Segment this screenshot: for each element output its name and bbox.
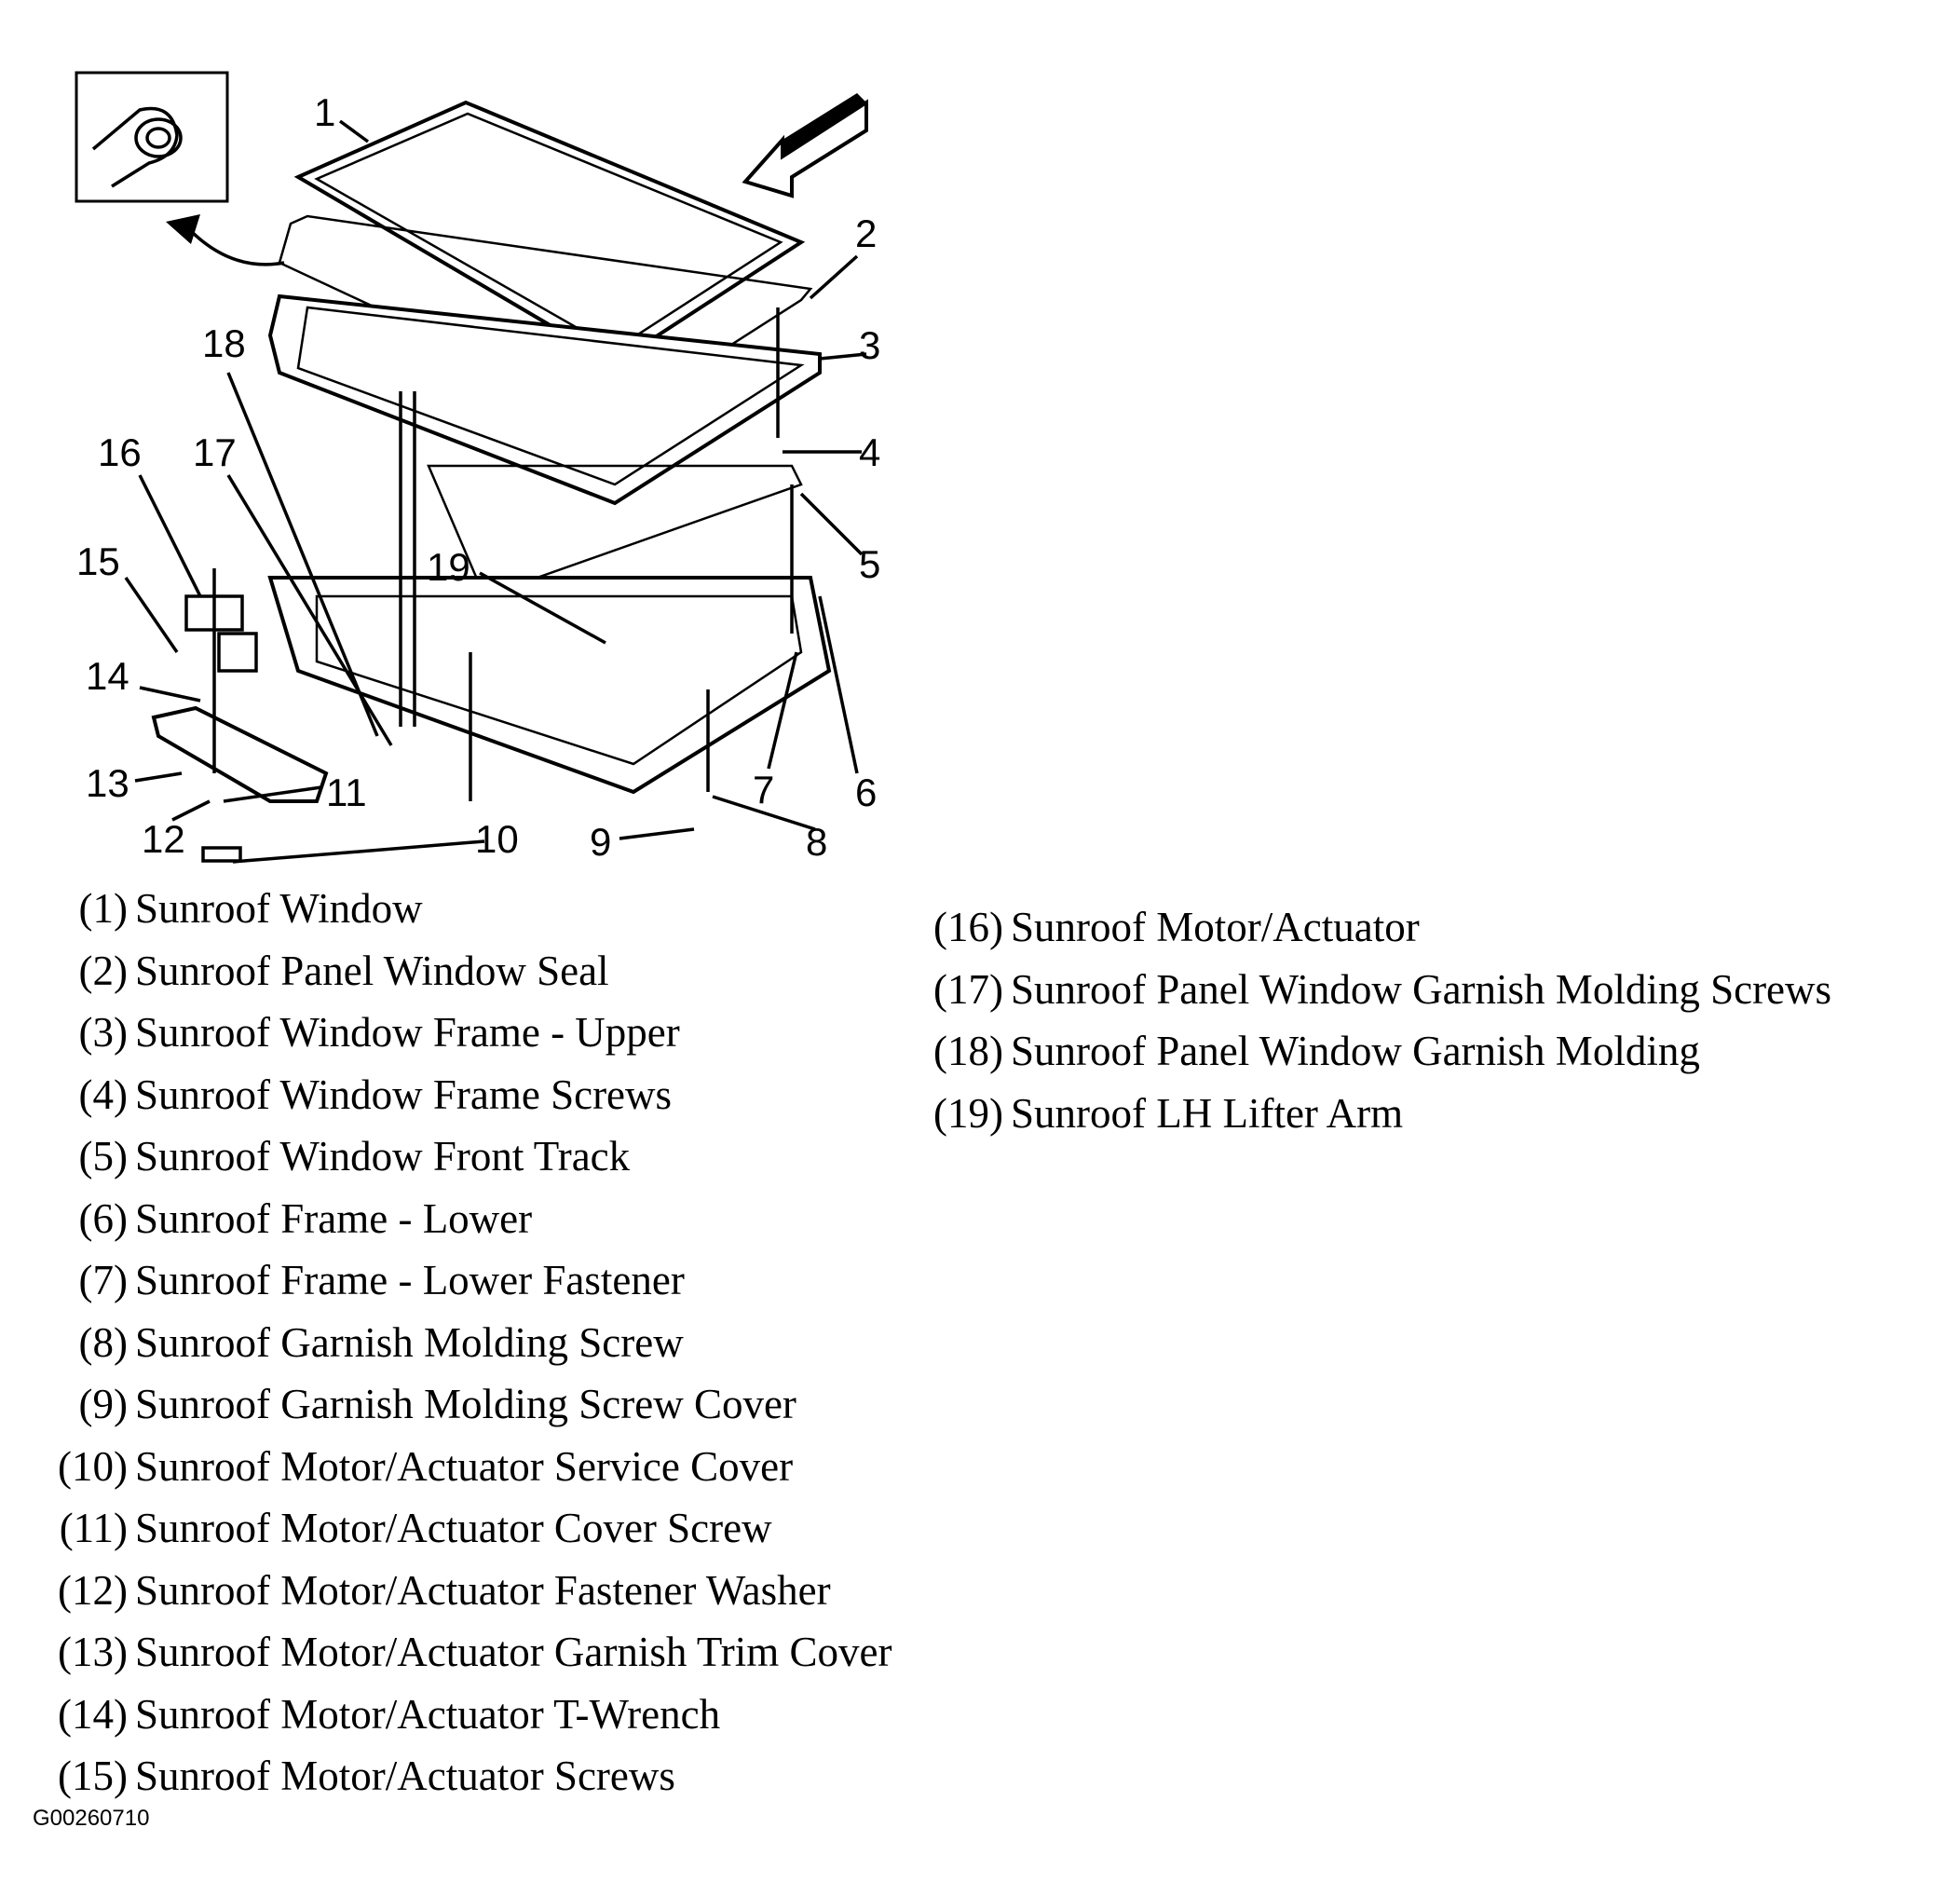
legend-label: Sunroof Window Front Track [135, 1133, 631, 1180]
parts-legend-left: (1)Sunroof Window (2)Sunroof Panel Windo… [42, 878, 892, 1807]
callout-7: 7 [753, 768, 774, 812]
legend-label: Sunroof Motor/Actuator Fastener Washer [135, 1566, 831, 1614]
curved-arrow-icon [189, 229, 285, 266]
legend-label: Sunroof LH Lifter Arm [1011, 1089, 1404, 1137]
legend-item: (11)Sunroof Motor/Actuator Cover Screw [42, 1497, 892, 1560]
legend-num: (18) [933, 1028, 1003, 1074]
legend-item: (19)Sunroof LH Lifter Arm [918, 1083, 1831, 1145]
legend-label: Sunroof Motor/Actuator Service Cover [135, 1442, 794, 1490]
sunroof-window-shape [293, 100, 806, 366]
legend-label: Sunroof Motor/Actuator Garnish Trim Cove… [135, 1629, 892, 1675]
callout-12: 12 [142, 817, 185, 861]
legend-label: Sunroof Window [135, 885, 423, 932]
legend-num: (7) [78, 1257, 128, 1303]
legend-label: Sunroof Panel Window Seal [135, 947, 609, 994]
legend-label: Sunroof Motor/Actuator Cover Screw [135, 1505, 772, 1551]
legend-item: (5)Sunroof Window Front Track [42, 1125, 892, 1188]
callout-14: 14 [86, 654, 129, 698]
legend-label: Sunroof Window Frame - Upper [135, 1009, 680, 1056]
callout-13: 13 [86, 761, 129, 805]
callout-2: 2 [855, 211, 877, 255]
legend-item: (10)Sunroof Motor/Actuator Service Cover [42, 1436, 892, 1498]
legend-item: (7)Sunroof Frame - Lower Fastener [42, 1249, 892, 1312]
callout-1: 1 [314, 90, 335, 134]
callout-9: 9 [590, 820, 611, 864]
legend-num: (8) [78, 1318, 128, 1366]
legend-item: (14)Sunroof Motor/Actuator T-Wrench [42, 1684, 892, 1746]
upper-frame-shape [267, 293, 822, 506]
legend-num: (10) [58, 1442, 128, 1490]
figure-id: G00260710 [33, 1806, 150, 1831]
legend-num: (12) [58, 1566, 128, 1614]
legend-item: (18)Sunroof Panel Window Garnish Molding [918, 1020, 1831, 1083]
motor-assembly-shape [151, 594, 329, 863]
legend-num: (17) [933, 965, 1003, 1013]
legend-item: (3)Sunroof Window Frame - Upper [42, 1002, 892, 1064]
legend-num: (16) [933, 904, 1003, 950]
lower-frame-shape [267, 576, 832, 795]
callout-19: 19 [427, 545, 470, 589]
legend-label: Sunroof Motor/Actuator T-Wrench [135, 1690, 721, 1738]
legend-num: (3) [78, 1009, 128, 1056]
legend-item: (2)Sunroof Panel Window Seal [42, 940, 892, 1003]
legend-num: (13) [58, 1629, 128, 1675]
legend-item: (17)Sunroof Panel Window Garnish Molding… [918, 959, 1831, 1021]
legend-label: Sunroof Window Frame Screws [135, 1071, 673, 1118]
sunroof-exploded-diagram: 1 2 3 4 5 6 7 8 9 10 11 12 13 14 15 16 1… [75, 71, 880, 864]
callout-5: 5 [859, 542, 880, 586]
legend-label: Sunroof Garnish Molding Screw [135, 1318, 684, 1366]
callout-4: 4 [859, 430, 880, 474]
callout-11: 11 [326, 771, 367, 814]
seal-detail-inset [75, 71, 229, 203]
legend-label: Sunroof Garnish Molding Screw Cover [135, 1381, 796, 1427]
legend-num: (9) [78, 1381, 128, 1427]
legend-item: (6)Sunroof Frame - Lower [42, 1188, 892, 1250]
legend-item: (8)Sunroof Garnish Molding Screw [42, 1312, 892, 1374]
legend-num: (11) [59, 1505, 128, 1551]
callout-3: 3 [859, 323, 880, 367]
callout-18: 18 [202, 321, 246, 365]
legend-label: Sunroof Panel Window Garnish Molding Scr… [1011, 965, 1832, 1013]
parts-legend-right: (16)Sunroof Motor/Actuator (17)Sunroof P… [918, 896, 1831, 1144]
legend-item: (4)Sunroof Window Frame Screws [42, 1064, 892, 1126]
legend-label: Sunroof Motor/Actuator Screws [135, 1753, 675, 1799]
callout-15: 15 [76, 539, 120, 583]
callout-6: 6 [855, 771, 877, 814]
legend-item: (9)Sunroof Garnish Molding Screw Cover [42, 1373, 892, 1436]
callout-16: 16 [98, 430, 142, 474]
callout-17: 17 [193, 430, 237, 474]
legend-label: Sunroof Frame - Lower [135, 1194, 533, 1242]
legend-num: (6) [78, 1194, 128, 1242]
legend-num: (1) [78, 885, 128, 932]
legend-label: Sunroof Frame - Lower Fastener [135, 1257, 685, 1303]
legend-item: (13)Sunroof Motor/Actuator Garnish Trim … [42, 1621, 892, 1684]
callout-10: 10 [475, 817, 519, 861]
direction-arrow-icon [742, 93, 868, 198]
legend-num: (4) [78, 1071, 128, 1118]
callout-8: 8 [806, 820, 827, 864]
legend-item: (15)Sunroof Motor/Actuator Screws [42, 1745, 892, 1807]
legend-num: (14) [58, 1690, 128, 1738]
legend-item: (1)Sunroof Window [42, 878, 892, 940]
legend-num: (19) [933, 1089, 1003, 1137]
legend-item: (16)Sunroof Motor/Actuator [918, 896, 1831, 959]
legend-num: (15) [58, 1753, 128, 1799]
legend-num: (5) [78, 1133, 128, 1180]
legend-num: (2) [78, 947, 128, 994]
legend-item: (12)Sunroof Motor/Actuator Fastener Wash… [42, 1560, 892, 1622]
legend-label: Sunroof Motor/Actuator [1011, 904, 1420, 950]
legend-label: Sunroof Panel Window Garnish Molding [1011, 1028, 1700, 1074]
